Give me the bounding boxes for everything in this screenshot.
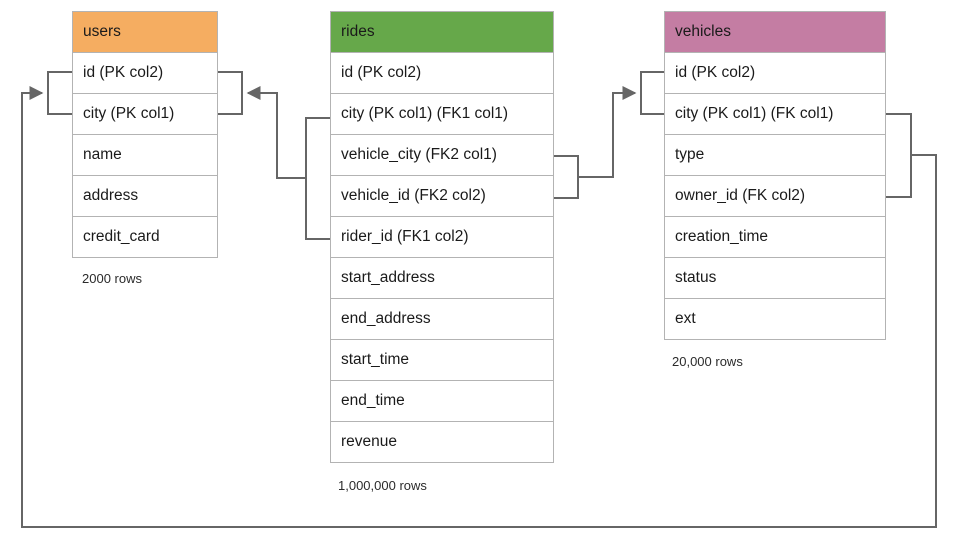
field-label: id (PK col2) xyxy=(83,64,164,81)
field-rides-revenue[interactable]: revenue xyxy=(330,422,554,463)
field-vehicles-status[interactable]: status xyxy=(664,258,886,299)
field-vehicles-type[interactable]: type xyxy=(664,135,886,176)
field-users-name[interactable]: name xyxy=(72,135,218,176)
field-rides-start-address[interactable]: start_address xyxy=(330,258,554,299)
field-label: city (PK col1) (FK1 col1) xyxy=(341,105,509,122)
field-label: end_address xyxy=(341,310,431,327)
field-rides-rider-id[interactable]: rider_id (FK1 col2) xyxy=(330,217,554,258)
field-vehicles-id[interactable]: id (PK col2) xyxy=(664,53,886,94)
field-rides-city[interactable]: city (PK col1) (FK1 col1) xyxy=(330,94,554,135)
entity-title-vehicles: vehicles xyxy=(675,23,731,40)
entity-title-users: users xyxy=(83,23,121,40)
field-rides-vehicle-city[interactable]: vehicle_city (FK2 col1) xyxy=(330,135,554,176)
field-label: revenue xyxy=(341,433,398,450)
field-users-credit-card[interactable]: credit_card xyxy=(72,217,218,258)
entity-title-rides: rides xyxy=(341,23,375,40)
entity-header-vehicles[interactable]: vehicles xyxy=(664,11,886,53)
field-rides-vehicle-id[interactable]: vehicle_id (FK2 col2) xyxy=(330,176,554,217)
field-label: creation_time xyxy=(675,228,769,245)
field-rides-end-time[interactable]: end_time xyxy=(330,381,554,422)
field-label: end_time xyxy=(341,392,405,409)
row-count-vehicles: 20,000 rows xyxy=(672,354,743,369)
entity-table-rides[interactable]: rides id (PK col2) city (PK col1) (FK1 c… xyxy=(330,11,554,463)
field-label: id (PK col2) xyxy=(675,64,756,81)
field-users-address[interactable]: address xyxy=(72,176,218,217)
field-label: credit_card xyxy=(83,228,160,245)
connector-vehicles-left-bracket xyxy=(640,71,664,115)
connector-rides-fk1-to-users xyxy=(246,86,306,179)
field-label: vehicle_city (FK2 col1) xyxy=(341,146,497,163)
field-users-city[interactable]: city (PK col1) xyxy=(72,94,218,135)
field-label: start_time xyxy=(341,351,410,368)
row-count-rides: 1,000,000 rows xyxy=(338,478,427,493)
field-rides-start-time[interactable]: start_time xyxy=(330,340,554,381)
field-label: vehicle_id (FK2 col2) xyxy=(341,187,486,204)
field-users-id[interactable]: id (PK col2) xyxy=(72,53,218,94)
field-label: type xyxy=(675,146,705,163)
row-count-users: 2000 rows xyxy=(82,271,142,286)
field-vehicles-ext[interactable]: ext xyxy=(664,299,886,340)
connector-rides-fk2-to-vehicles xyxy=(578,86,637,178)
field-label: city (PK col1) (FK col1) xyxy=(675,105,834,122)
field-label: name xyxy=(83,146,122,163)
field-vehicles-city[interactable]: city (PK col1) (FK col1) xyxy=(664,94,886,135)
connector-rides-fk1-bracket xyxy=(305,117,330,240)
entity-header-users[interactable]: users xyxy=(72,11,218,53)
field-vehicles-creation-time[interactable]: creation_time xyxy=(664,217,886,258)
connector-users-left-bracket xyxy=(47,71,72,115)
field-label: id (PK col2) xyxy=(341,64,422,81)
entity-header-rides[interactable]: rides xyxy=(330,11,554,53)
field-rides-end-address[interactable]: end_address xyxy=(330,299,554,340)
field-label: rider_id (FK1 col2) xyxy=(341,228,469,245)
field-vehicles-owner-id[interactable]: owner_id (FK col2) xyxy=(664,176,886,217)
entity-table-vehicles[interactable]: vehicles id (PK col2) city (PK col1) (FK… xyxy=(664,11,886,340)
field-label: owner_id (FK col2) xyxy=(675,187,806,204)
field-label: address xyxy=(83,187,139,204)
field-label: ext xyxy=(675,310,696,327)
field-label: city (PK col1) xyxy=(83,105,175,122)
field-rides-id[interactable]: id (PK col2) xyxy=(330,53,554,94)
connector-rides-fk2-bracket xyxy=(554,155,579,199)
field-label: status xyxy=(675,269,717,286)
connector-users-right-bracket xyxy=(218,71,243,115)
field-label: start_address xyxy=(341,269,435,286)
connector-vehicles-right-bracket xyxy=(886,113,912,198)
entity-table-users[interactable]: users id (PK col2) city (PK col1) name a… xyxy=(72,11,218,258)
